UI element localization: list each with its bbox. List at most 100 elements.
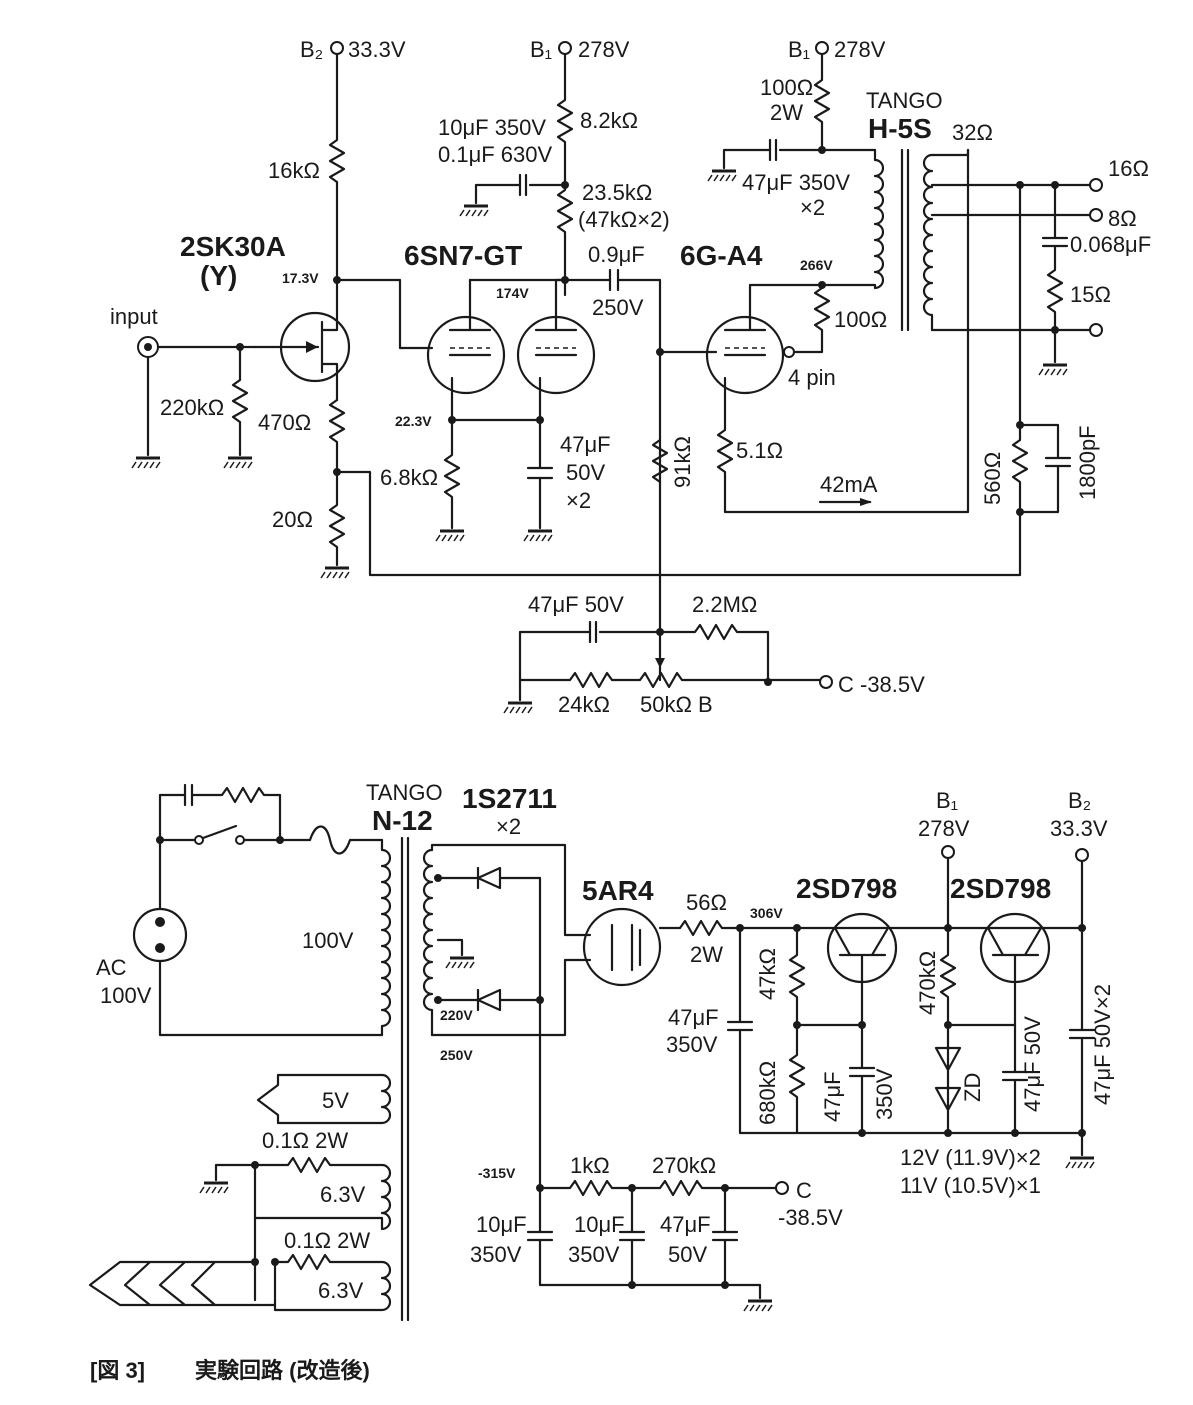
b1-voltage-mid: 278V (578, 37, 630, 62)
cap-47u-50v-bias-label: 47μF 50V (528, 592, 624, 617)
cap-250v-label: 250V (592, 295, 644, 320)
heater-6-3b-winding (273, 1253, 392, 1312)
power-transformer-hv-secondary (422, 848, 434, 1037)
cap-47u-350-label: 47μF 350V (742, 170, 850, 195)
pin4-label: 4 pin (788, 365, 836, 390)
c-out-voltage: -38.5V (778, 1205, 843, 1230)
b1-terminal-right (815, 41, 829, 55)
zd-label: ZD (960, 1073, 985, 1102)
heater-6-3b-label: 6.3V (318, 1278, 364, 1303)
cap-10u-b-label: 10μF (574, 1212, 625, 1237)
figure-title: 実験回路 (改造後) (195, 1358, 370, 1383)
output-transformer-secondary (922, 153, 934, 332)
fet-grade: (Y) (200, 260, 237, 291)
r-8-2k-label: 8.2kΩ (580, 108, 638, 133)
r-2-2m-label: 2.2MΩ (692, 592, 757, 617)
b2-voltage: 33.3V (348, 37, 406, 62)
v-neg315-label: -315V (478, 1165, 516, 1181)
cap-1800p-label: 1800pF (1075, 425, 1100, 500)
cap-47u-c-label: 47μF (660, 1212, 711, 1237)
v-266-label: 266V (800, 257, 833, 273)
cap-47u-350b-v: 350V (872, 1068, 897, 1120)
ptrans-tango-label: TANGO (366, 780, 443, 805)
heater-5v-label: 5V (322, 1088, 349, 1113)
r-470-label: 470Ω (258, 410, 311, 435)
b2-out-terminal (1075, 848, 1089, 862)
tube-6sn7-name: 6SN7-GT (404, 240, 522, 271)
diode-name-label: 1S2711 (462, 783, 557, 814)
heater-5v-winding (380, 1073, 392, 1125)
r-220k-label: 220kΩ (160, 395, 224, 420)
power-supply-circuit: AC 100V TANGO N-12 100V 1S2711 ×2 220V 2… (88, 780, 1115, 1322)
rect-5ar4-symbol (582, 907, 662, 987)
tr2-label: 2SD798 (950, 873, 1051, 904)
ac-plug-symbol (132, 907, 188, 963)
ac-label: AC (96, 955, 127, 980)
cap-10u-b-v: 350V (568, 1242, 620, 1267)
b1-label-mid: B₁ (530, 37, 552, 62)
r-23-5k-note: (47kΩ×2) (578, 207, 670, 232)
diode-count-label: ×2 (496, 814, 521, 839)
prim-100v-label: 100V (302, 928, 354, 953)
trans-h5s-label: H-5S (868, 113, 932, 144)
c-bias-label: C -38.5V (838, 672, 925, 697)
r-100-2w-watt: 2W (770, 100, 803, 125)
sec-220v-label: 220V (440, 1007, 473, 1023)
r-24k-label: 24kΩ (558, 692, 610, 717)
c-out-terminal (775, 1181, 789, 1195)
b1-terminal-mid (558, 41, 572, 55)
r-470k-label: 470kΩ (915, 951, 940, 1015)
v-22-3-label: 22.3V (395, 413, 432, 429)
cap-47u-350a-label: 47μF (668, 1005, 719, 1030)
r-23-5k-label: 23.5kΩ (582, 180, 652, 205)
power-transformer-primary (380, 838, 392, 1037)
cap-10u-a-v: 350V (470, 1242, 522, 1267)
b2-out-voltage: 33.3V (1050, 816, 1108, 841)
v-174-label: 174V (496, 285, 529, 301)
output-transformer-primary (820, 148, 885, 290)
fet-name: 2SK30A (180, 231, 286, 262)
tap-8-terminal (1089, 208, 1103, 222)
r-91k-label: 91kΩ (670, 436, 695, 488)
r-15-label: 15Ω (1070, 282, 1111, 307)
cap-0-9u-label: 0.9μF (588, 242, 645, 267)
r-5-1-label: 5.1Ω (736, 438, 783, 463)
figure-number: [図 3] (90, 1358, 145, 1383)
heater-6-3a-winding (253, 1156, 392, 1302)
cap-47u-350b-label: 47μF (820, 1071, 845, 1122)
r-20-label: 20Ω (272, 507, 313, 532)
cap-47u-label: 47μF (560, 432, 611, 457)
current-42ma-label: 42mA (820, 472, 878, 497)
r-47k-label: 47kΩ (755, 948, 780, 1000)
tap-0-terminal (1089, 323, 1103, 337)
b1-label-right: B₁ (788, 37, 810, 62)
r-56-watt: 2W (690, 942, 723, 967)
tap-32-label: 32Ω (952, 120, 993, 145)
tap-16-terminal (1089, 178, 1103, 192)
sec-250v-label: 250V (440, 1047, 473, 1063)
r-270k-label: 270kΩ (652, 1153, 716, 1178)
b2-out-label: B₂ (1068, 788, 1091, 813)
b1-out-voltage: 278V (918, 816, 970, 841)
ptrans-n12-label: N-12 (372, 805, 433, 836)
r-56-label: 56Ω (686, 890, 727, 915)
v-306-label: 306V (750, 905, 783, 921)
c-out-label: C (796, 1178, 812, 1203)
r-6-8k-label: 6.8kΩ (380, 465, 438, 490)
c-bias-terminal (819, 675, 833, 689)
r-680k-label: 680kΩ (755, 1061, 780, 1125)
r-0-1a-label: 0.1Ω 2W (262, 1128, 348, 1153)
cap-10u-a-label: 10μF (476, 1212, 527, 1237)
rect-5ar4-label: 5AR4 (582, 875, 654, 906)
b2-terminal (330, 41, 344, 55)
tap-16-label: 16Ω (1108, 156, 1149, 181)
r-16k-label: 16kΩ (268, 158, 320, 183)
zd-note1: 12V (11.9V)×2 (900, 1145, 1041, 1170)
tube-6ga4-name: 6G-A4 (680, 240, 763, 271)
cap-0-1u-label: 0.1μF 630V (438, 142, 553, 167)
b1-out-label: B₁ (936, 788, 958, 813)
r-100-label: 100Ω (834, 307, 887, 332)
input-label: input (110, 304, 158, 329)
cap-47u-50v-x2-label: 47μF 50V×2 (1090, 984, 1115, 1105)
